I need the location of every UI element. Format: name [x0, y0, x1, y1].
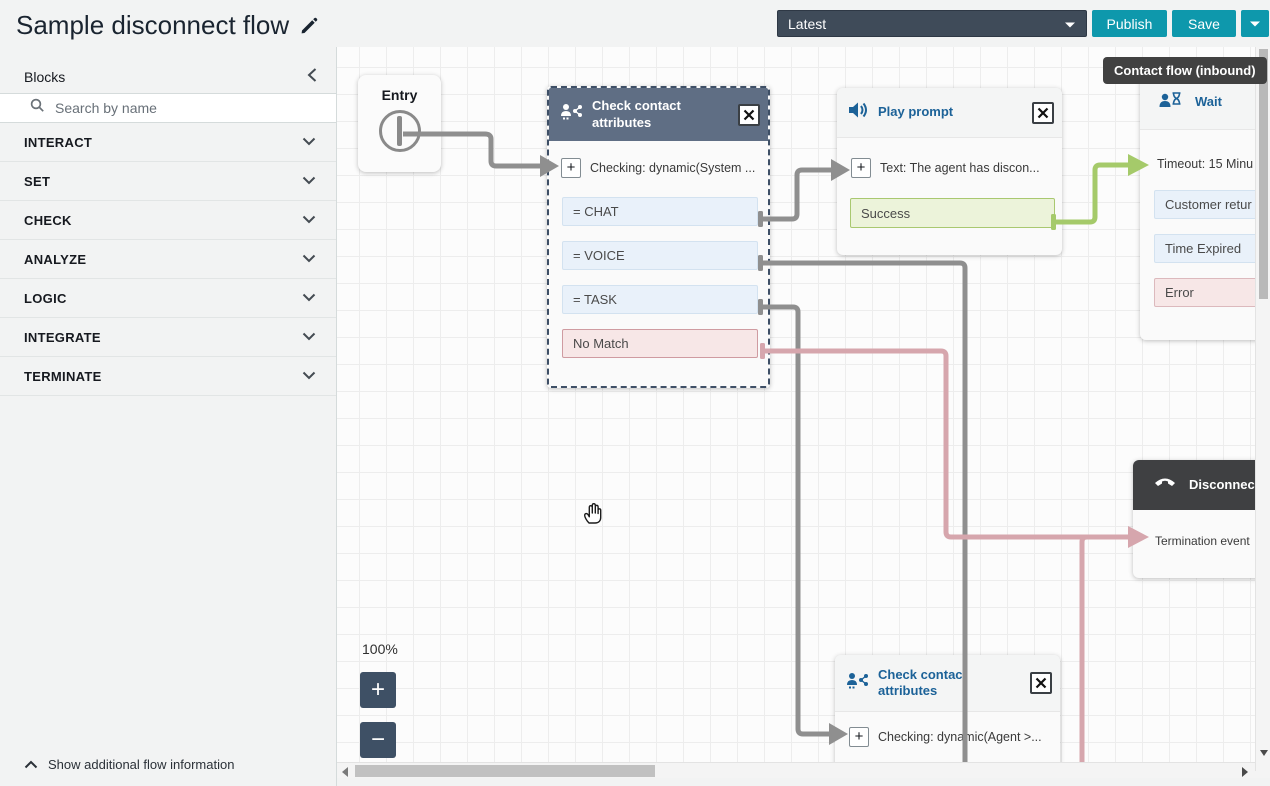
zoom-out-button[interactable]: −: [360, 722, 396, 758]
chevron-down-icon: [302, 289, 316, 307]
edge-success-to-wait: [1056, 162, 1128, 225]
check-attributes-icon: [845, 670, 869, 697]
sidebar-category-terminate[interactable]: TERMINATE: [0, 357, 336, 396]
block-parameter: Timeout: 15 Minu: [1157, 157, 1254, 171]
sidebar-category-interact[interactable]: INTERACT: [0, 123, 336, 162]
page-title: Sample disconnect flow: [16, 8, 319, 43]
version-selector[interactable]: Latest: [777, 10, 1087, 37]
top-toolbar: Sample disconnect flow Latest Publish Sa…: [0, 0, 1270, 47]
disconnect-icon: [1153, 475, 1177, 496]
block-header[interactable]: Wait: [1140, 75, 1270, 130]
block-title: Check contact attributes: [878, 666, 967, 698]
scroll-right-icon[interactable]: [1242, 767, 1248, 777]
flow-edges: [403, 131, 1149, 786]
branch-no-match[interactable]: No Match: [562, 329, 758, 358]
edge-no-match-to-disconnect: [765, 348, 1128, 540]
search-icon: [30, 98, 45, 118]
block-parameter: Termination event: [1155, 534, 1250, 548]
sidebar-category-analyze[interactable]: ANALYZE: [0, 240, 336, 279]
play-prompt-block[interactable]: Play prompt + Text: The agent has discon…: [837, 88, 1062, 255]
disconnect-block[interactable]: Disconnec Termination event: [1133, 460, 1270, 578]
expand-parameter-icon[interactable]: +: [561, 158, 581, 178]
block-header[interactable]: Play prompt: [837, 88, 1062, 138]
expand-parameter-icon[interactable]: +: [851, 158, 871, 178]
chevron-down-icon: [302, 172, 316, 190]
version-selector-value: Latest: [788, 15, 827, 32]
close-icon[interactable]: [1032, 101, 1054, 124]
show-flow-info-toggle[interactable]: Show additional flow information: [24, 757, 234, 772]
sidebar-category-set[interactable]: SET: [0, 162, 336, 201]
chevron-down-icon: [302, 211, 316, 229]
branch-customer-returned[interactable]: Customer retur: [1154, 190, 1270, 219]
save-button[interactable]: Save: [1172, 10, 1236, 37]
block-header[interactable]: Check contact attributes: [835, 655, 1060, 712]
save-menu-button[interactable]: [1241, 10, 1269, 37]
scroll-left-icon[interactable]: [342, 767, 348, 777]
block-parameter: + Checking: dynamic(System ...: [561, 158, 756, 178]
scroll-down-icon[interactable]: [1260, 750, 1268, 756]
entry-label: Entry: [381, 87, 418, 103]
caret-down-icon: [1250, 21, 1260, 26]
sidebar-category-logic[interactable]: LOGIC: [0, 279, 336, 318]
flow-title: Sample disconnect flow: [16, 10, 290, 40]
entry-port-icon[interactable]: [378, 110, 421, 152]
block-title: Wait: [1195, 93, 1222, 109]
sidebar-category-integrate[interactable]: INTEGRATE: [0, 318, 336, 357]
flow-type-badge: Contact flow (inbound): [1103, 57, 1267, 84]
chevron-up-icon: [24, 757, 38, 772]
check-attributes-icon: [559, 101, 583, 128]
chevron-down-icon: [302, 367, 316, 385]
chevron-down-icon: [302, 328, 316, 346]
horizontal-scrollbar[interactable]: [337, 762, 1270, 778]
publish-button[interactable]: Publish: [1092, 10, 1167, 37]
canvas-bottom-strip: [337, 778, 1270, 786]
hand-cursor-icon: [580, 500, 606, 531]
edit-title-pencil-icon[interactable]: [299, 12, 319, 43]
edge-bottom-to-disconnect: [1079, 534, 1107, 786]
branch-task[interactable]: = TASK: [562, 285, 758, 314]
caret-down-icon: [1064, 16, 1076, 32]
blocks-panel-title: Blocks: [24, 69, 66, 85]
vertical-scrollbar-thumb[interactable]: [1259, 49, 1268, 299]
zoom-in-button[interactable]: +: [360, 672, 396, 708]
wait-block[interactable]: Wait Timeout: 15 Minu Customer retur Tim…: [1140, 75, 1270, 340]
block-header[interactable]: Check contact attributes: [549, 88, 768, 141]
collapse-panel-icon[interactable]: [306, 67, 318, 88]
branch-time-expired[interactable]: Time Expired: [1154, 234, 1270, 263]
chevron-down-icon: [302, 133, 316, 151]
zoom-level: 100%: [362, 641, 398, 657]
block-search: [0, 93, 336, 123]
block-header[interactable]: Disconnec: [1133, 460, 1270, 510]
close-icon[interactable]: [1030, 672, 1052, 694]
blocks-panel-header: Blocks: [0, 47, 336, 93]
expand-parameter-icon[interactable]: +: [849, 727, 869, 747]
sidebar-category-check[interactable]: CHECK: [0, 201, 336, 240]
branch-chat[interactable]: = CHAT: [562, 197, 758, 226]
block-title: Play prompt: [878, 104, 954, 120]
horizontal-scrollbar-thumb[interactable]: [355, 765, 655, 777]
branch-success[interactable]: Success: [850, 198, 1055, 228]
speaker-icon: [847, 100, 869, 125]
block-parameter: + Text: The agent has discon...: [851, 158, 1050, 178]
block-title: Check contact attributes: [592, 98, 681, 130]
branch-voice[interactable]: = VOICE: [562, 241, 758, 270]
close-icon[interactable]: [738, 103, 760, 126]
flow-canvas[interactable]: Entry Check contact attributes + Checkin…: [337, 47, 1270, 786]
edge-chat-to-play-prompt: [763, 167, 831, 222]
search-input[interactable]: [55, 100, 324, 116]
check-contact-attributes-block[interactable]: Check contact attributes + Checking: dyn…: [547, 86, 770, 388]
branch-error[interactable]: Error: [1154, 278, 1270, 307]
blocks-sidebar: Blocks INTERACT SET CHECK ANALYZE: [0, 47, 337, 786]
entry-block[interactable]: Entry: [358, 75, 441, 172]
edge-task-to-check-bottom: [763, 304, 829, 737]
wait-icon: [1158, 89, 1184, 116]
vertical-scrollbar[interactable]: [1255, 47, 1270, 771]
chevron-down-icon: [302, 250, 316, 268]
block-title: Disconnec: [1189, 476, 1255, 492]
block-parameter: + Checking: dynamic(Agent >...: [849, 727, 1048, 747]
